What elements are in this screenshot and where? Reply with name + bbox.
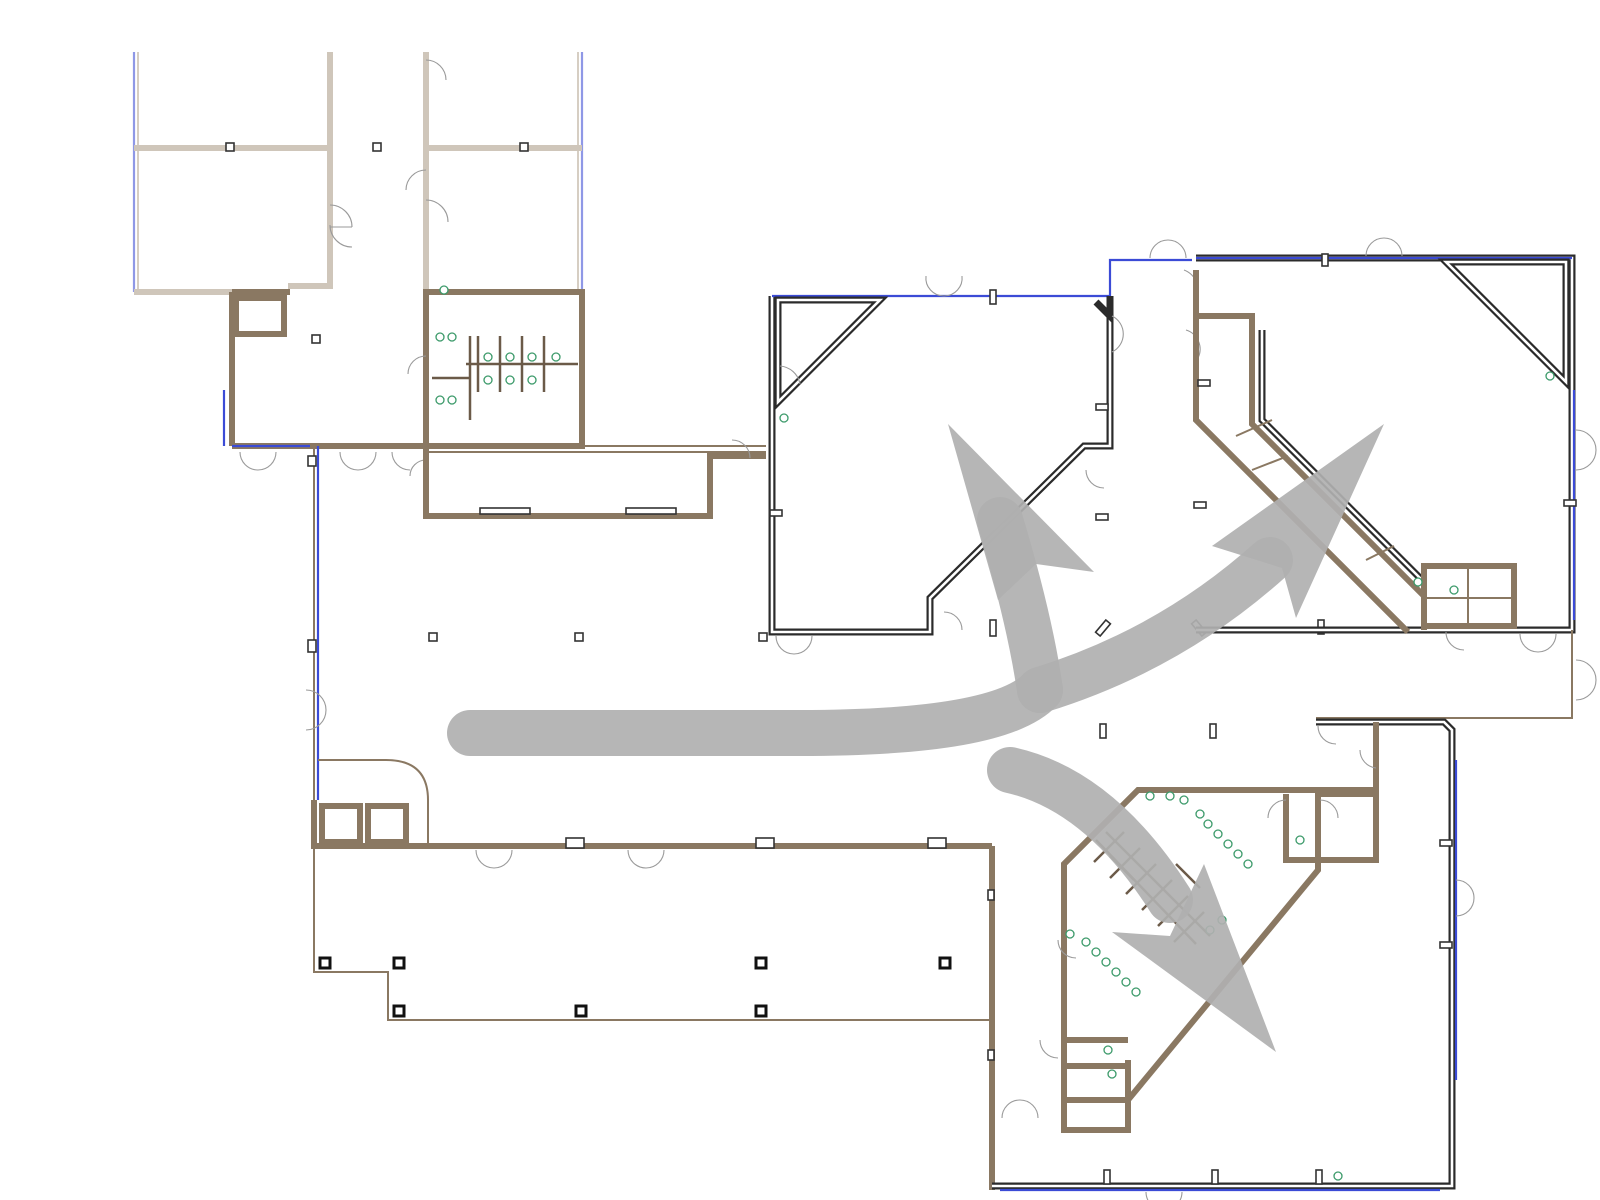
- flow-arrow-head-east: [1212, 424, 1384, 618]
- north-wing: [768, 275, 1124, 655]
- east-wing: [1193, 237, 1597, 719]
- flow-arrow-head-north: [948, 424, 1094, 600]
- north-west-block: [132, 52, 584, 295]
- south-west-block: [313, 846, 995, 1190]
- link-corridor: [423, 439, 766, 519]
- flow-arrows: [447, 424, 1384, 1052]
- flow-arrow-east-wing: [1017, 537, 1293, 713]
- toilet-block-north: [222, 285, 585, 477]
- flow-arrow-head-south: [1112, 864, 1276, 1052]
- toilet-fixtures: [435, 285, 561, 405]
- flow-arrow-main-trunk: [447, 667, 1063, 756]
- north-link: [1108, 239, 1201, 359]
- flow-arrow-south-wing: [987, 747, 1193, 923]
